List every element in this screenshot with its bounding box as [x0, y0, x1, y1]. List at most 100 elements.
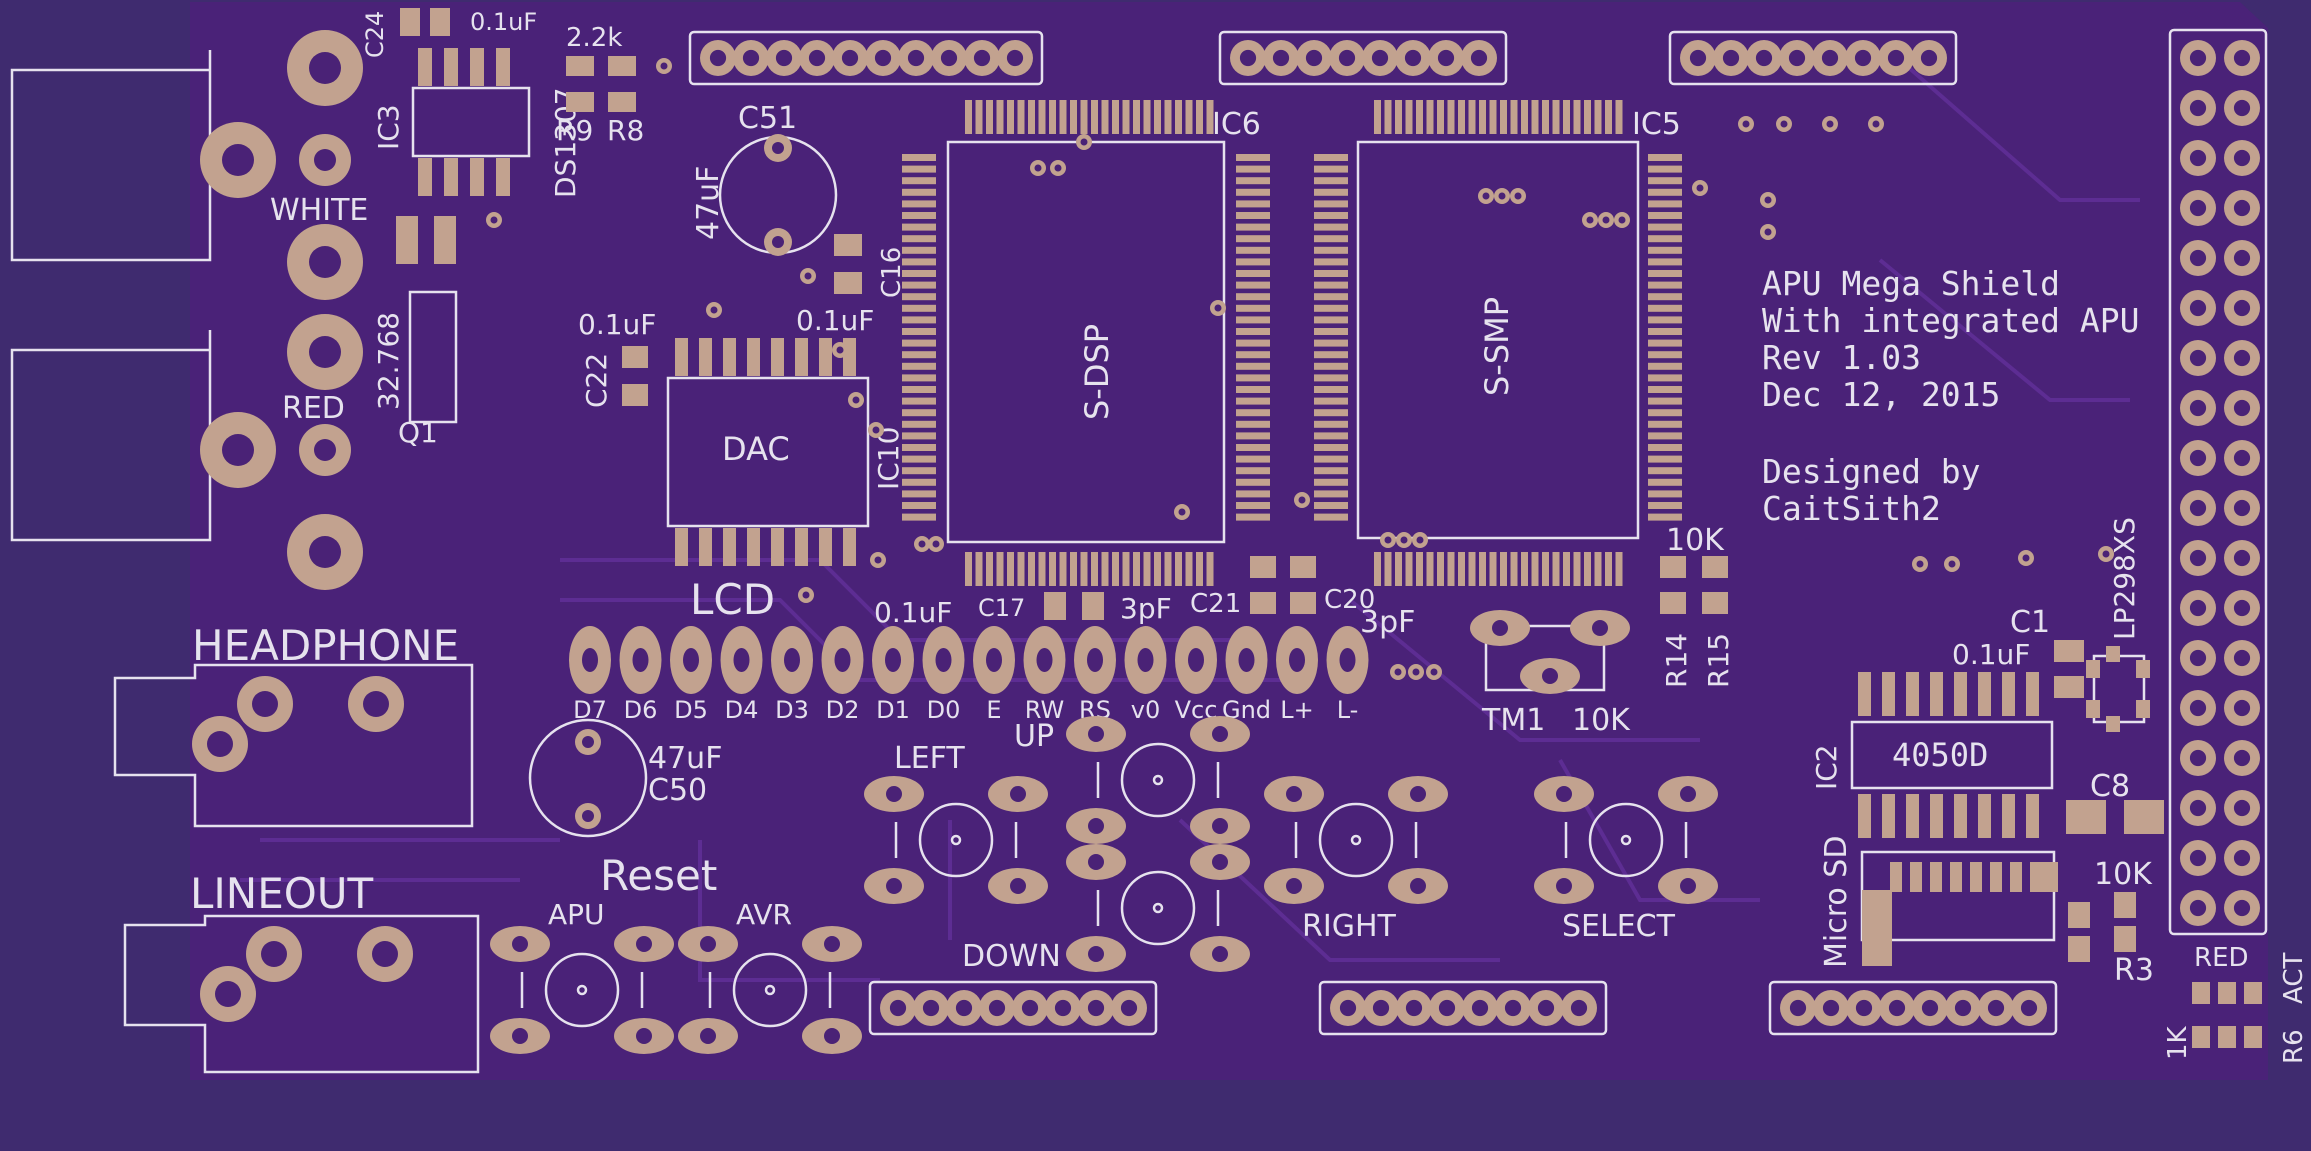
- button-right: [1264, 776, 1448, 904]
- c20-value: 3pF: [1360, 605, 1415, 640]
- tm1-trimmer: [1470, 610, 1630, 694]
- lcd-pin-label: RW: [1025, 696, 1064, 724]
- headphone-label: HEADPHONE: [192, 621, 459, 670]
- led-label-red: RED: [2194, 943, 2249, 973]
- button-select: [1534, 776, 1718, 904]
- button-apu: [490, 926, 674, 1054]
- r9r8-value: 2.2k: [566, 23, 622, 53]
- ic3-label: IC3: [372, 104, 405, 150]
- lineout-label: LINEOUT: [190, 869, 374, 918]
- c50-value: 47uF: [648, 741, 722, 776]
- c50-label: C50: [648, 773, 707, 808]
- ic2-value: 4050D: [1892, 736, 1988, 774]
- lcd-pin-label: D2: [826, 696, 860, 724]
- micro-sd-label: Micro SD: [1819, 836, 1854, 968]
- button-up: [1066, 716, 1250, 844]
- c24-label: C24: [361, 11, 389, 58]
- button-label-apu: APU: [548, 898, 605, 931]
- button-label-up: UP: [1014, 719, 1054, 754]
- vias: [486, 58, 2114, 680]
- c1-value: 0.1uF: [1952, 638, 2030, 671]
- tm1-label: TM1: [1481, 703, 1545, 738]
- r14-value: 10K: [1666, 523, 1725, 558]
- ic3-rtc-footprint: [411, 48, 531, 196]
- s-dsp-label: S-DSP: [1078, 324, 1116, 420]
- board-title-line-3: Rev 1.03: [1762, 338, 1921, 377]
- s-smp-label: S-SMP: [1478, 297, 1516, 396]
- ic2-4050d-footprint: [1850, 672, 2054, 838]
- c22-value: 0.1uF: [578, 308, 656, 341]
- status-leds: [2192, 982, 2262, 1048]
- button-avr: [678, 926, 862, 1054]
- q1-label: Q1: [398, 416, 438, 449]
- r6-value: 1K: [2163, 1025, 2193, 1060]
- board-title-line-2: With integrated APU: [1762, 301, 2140, 340]
- r15-label: R15: [1702, 633, 1735, 688]
- q1-outline: [408, 290, 458, 424]
- c16-value: 0.1uF: [796, 304, 874, 337]
- credit-line-2: CaitSith2: [1762, 489, 1941, 528]
- headphone-pads: [192, 676, 413, 1022]
- button-label-down: DOWN: [962, 939, 1061, 974]
- jack-label-red: RED: [282, 391, 345, 426]
- r3-value: 10K: [2094, 857, 2153, 892]
- board-title-line-1: APU Mega Shield: [1762, 264, 2060, 303]
- lcd-pin-label: L+: [1280, 696, 1313, 724]
- bottom-pin-headers: [868, 980, 2058, 1036]
- reset-label: Reset: [600, 851, 717, 900]
- credit-line-1: Designed by: [1762, 452, 1981, 491]
- c20-label: C20: [1324, 585, 1375, 615]
- top-pin-headers: [688, 30, 1958, 86]
- lcd-pin-label: D5: [674, 696, 708, 724]
- micro-sd-socket: [1860, 850, 2058, 966]
- dac-ic10-footprint: [666, 338, 870, 566]
- button-label-right: RIGHT: [1302, 909, 1396, 944]
- tm1-value: 10K: [1572, 703, 1631, 738]
- q1-value: 32.768: [372, 312, 405, 410]
- ic5-label: IC5: [1632, 107, 1681, 142]
- c50-outline: [528, 718, 648, 838]
- c51-label: C51: [738, 101, 797, 136]
- rca-pads: [200, 30, 363, 590]
- lcd-pin-label: D4: [725, 696, 759, 724]
- lcd-label: LCD: [690, 575, 775, 624]
- c51-value: 47uF: [691, 166, 726, 240]
- board-outline: [190, 2, 2268, 1080]
- button-label-avr: AVR: [736, 898, 792, 931]
- c1-label: C1: [2010, 605, 2050, 640]
- lp298xs-regulator: [2086, 646, 2150, 732]
- lcd-pin-label: E: [986, 696, 1001, 724]
- lp298xs-label: LP298XS: [2108, 517, 2141, 640]
- lcd-pin-label: D1: [876, 696, 910, 724]
- c21-label: C21: [1190, 589, 1241, 619]
- c22-label: C22: [580, 353, 613, 408]
- tactile-buttons: [490, 716, 1718, 1054]
- board-title-line-4: Dec 12, 2015: [1762, 375, 2000, 414]
- jack-label-white: WHITE: [270, 193, 368, 228]
- button-down: [1066, 844, 1250, 972]
- c24-value: 0.1uF: [470, 8, 537, 36]
- right-pin-header: [2168, 28, 2268, 936]
- headphone-jack-outline: [113, 663, 480, 1074]
- ic6-label: IC6: [1212, 107, 1261, 142]
- c17-value: 0.1uF: [874, 596, 952, 629]
- dac-label: DAC: [722, 430, 790, 468]
- copper-traces: [240, 58, 2140, 982]
- lcd-pin-label: D0: [927, 696, 961, 724]
- lcd-pin-label: D6: [624, 696, 658, 724]
- button-label-select: SELECT: [1562, 909, 1676, 944]
- c17b-value: 3pF: [1120, 592, 1172, 625]
- r6-label: R6: [2279, 1029, 2309, 1064]
- lcd-pin-label: v0: [1131, 696, 1160, 724]
- button-label-left: LEFT: [894, 741, 965, 776]
- r3-label: R3: [2114, 953, 2154, 988]
- lcd-pin-label: L-: [1337, 696, 1359, 724]
- lcd-pin-label: D3: [775, 696, 809, 724]
- r14-label: R14: [1660, 633, 1693, 688]
- c17-label: C17: [978, 594, 1025, 622]
- ic2-label: IC2: [1810, 744, 1843, 790]
- r8-label: R8: [607, 114, 644, 147]
- r9-r8-pads: [566, 56, 636, 112]
